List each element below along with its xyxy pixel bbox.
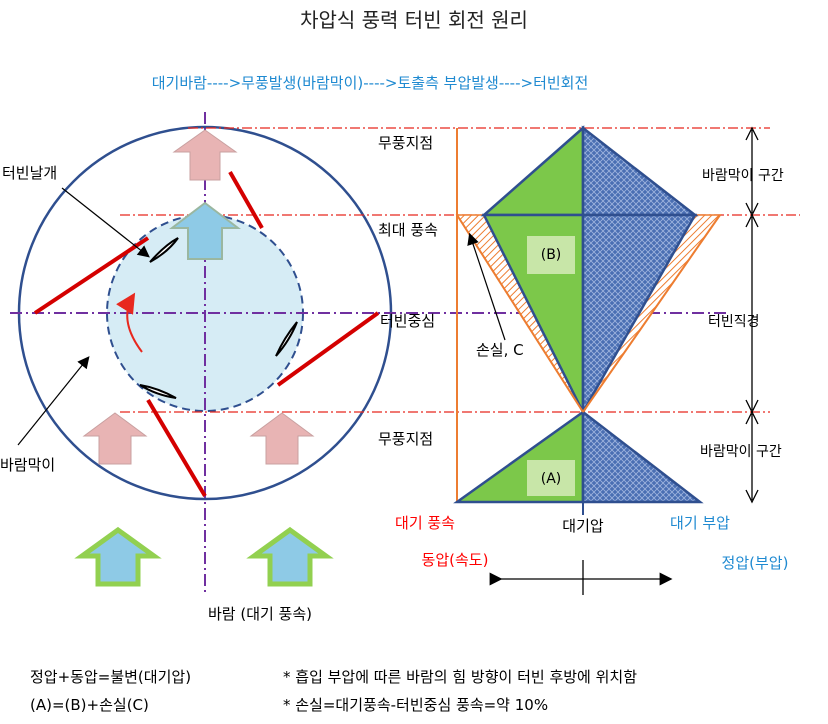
label-a: (A) <box>541 471 562 487</box>
page-title: 차압식 풍력 터빈 회전 원리 <box>300 8 528 32</box>
diamond-top-left <box>480 125 585 217</box>
windbreak-zone-bottom: 바람막이 구간 <box>700 444 782 460</box>
atm-speed-label: 대기 풍속 <box>395 514 455 532</box>
windbreak-zone-top: 바람막이 구간 <box>702 168 784 184</box>
dynamic-pressure-label: 동압(속도) <box>422 551 489 569</box>
note-1: * 흡입 부압에 따른 바람의 힘 방향이 터빈 후방에 위치함 <box>283 668 637 686</box>
arrow-wind-left <box>74 526 162 587</box>
blade-label: 터빈날개 <box>2 164 57 182</box>
turbine-diagram <box>10 112 800 596</box>
calm-point-top: 무풍지점 <box>378 134 433 152</box>
static-pressure-label: 정압(부압) <box>722 554 789 572</box>
label-b: (B) <box>541 247 562 263</box>
diamond-bottom-right <box>581 213 698 417</box>
diameter-label: 터빈직경 <box>708 314 760 330</box>
atm-pressure-label: 대기압 <box>562 517 604 535</box>
diamond-top-right <box>581 125 699 217</box>
equation-2: (A)=(B)+손실(C) <box>30 696 149 714</box>
note-2: * 손실=대기풍속-터빈중심 풍속=약 10% <box>283 696 548 714</box>
pressure-diagram <box>453 125 759 595</box>
blade-pointer <box>61 187 150 258</box>
windbreak-wall-2 <box>33 236 150 315</box>
label-b-box <box>527 236 575 274</box>
triangle-a-right <box>581 409 704 504</box>
label-a-box <box>527 460 575 496</box>
atm-negative-label: 대기 부압 <box>670 514 730 532</box>
blade-2 <box>275 321 298 357</box>
rotation-arrow <box>116 292 143 353</box>
loss-label: 손실, C <box>476 341 524 359</box>
windbreak-label: 바람막이 <box>0 456 55 474</box>
flow-caption: 대기바람---->무풍발생(바람막이)---->토출측 부압발생---->터빈회… <box>152 74 589 92</box>
wind-label: 바람 (대기 풍속) <box>208 605 312 623</box>
arrow-pink-left <box>82 412 148 465</box>
windbreak-wall-1 <box>228 171 264 229</box>
arrow-wind-right <box>246 526 334 587</box>
windbreak-wall-3 <box>276 311 380 387</box>
windbreak-pointer <box>17 356 90 446</box>
max-speed-label: 최대 풍속 <box>378 221 438 239</box>
arrow-pink-right <box>249 412 315 465</box>
center-label: 터빈중심 <box>380 312 435 330</box>
equation-1: 정압+동압=불변(대기압) <box>30 668 191 686</box>
windbreak-wall-4 <box>146 398 207 498</box>
blade-3 <box>139 384 177 399</box>
loss-pointer <box>467 232 506 341</box>
arrow-pink-top <box>172 129 238 181</box>
arrow-blue-inner <box>169 201 241 260</box>
calm-point-bottom: 무풍지점 <box>378 430 433 448</box>
blade-1 <box>149 237 179 263</box>
